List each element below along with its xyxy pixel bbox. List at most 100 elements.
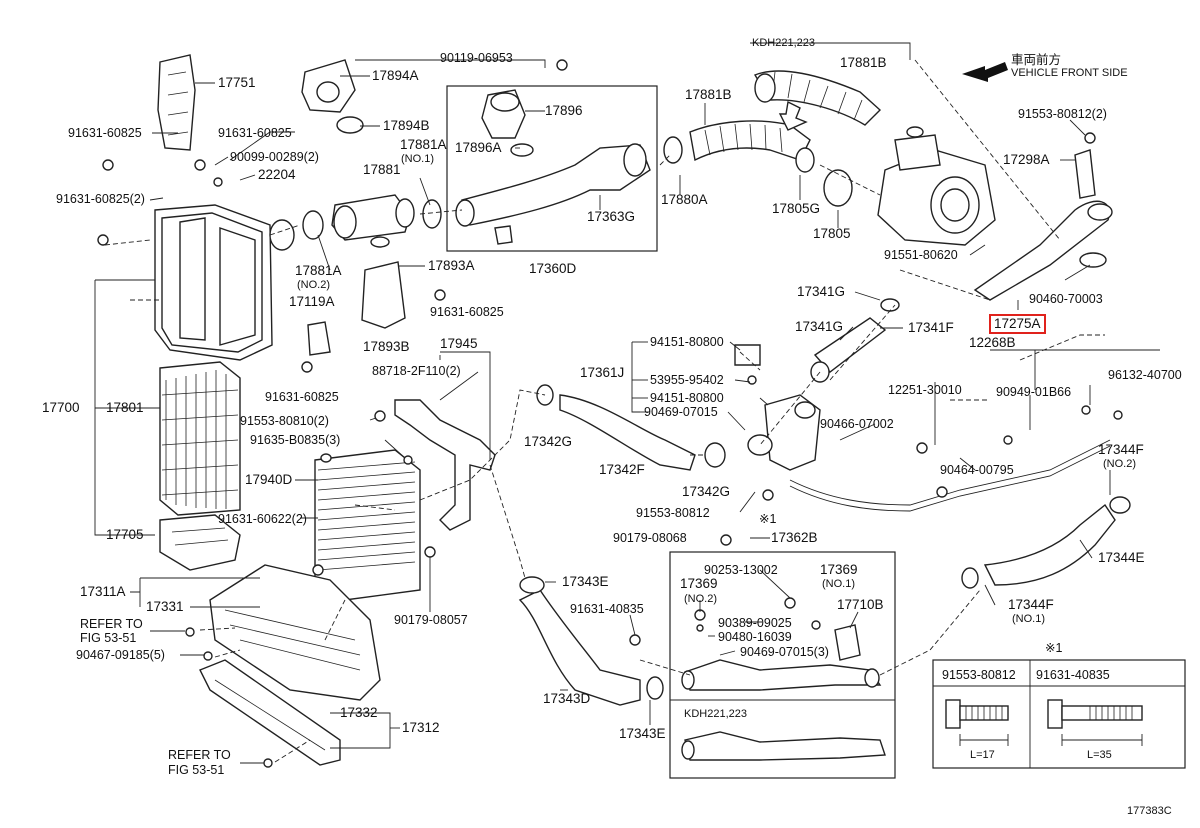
part-17341G-b[interactable]: 17341G	[795, 319, 844, 334]
label-no2-b: (NO.2)	[1103, 458, 1136, 470]
part-91631-60825-b[interactable]: 91631-60825	[218, 126, 292, 140]
part-17710B[interactable]: 17710B	[837, 597, 884, 612]
part-17700[interactable]: 17700	[42, 400, 80, 415]
part-17311A[interactable]: 17311A	[80, 584, 126, 599]
part-17344E[interactable]: 17344E	[1098, 550, 1145, 565]
part-17369-a[interactable]: 17369	[680, 576, 718, 591]
part-17881A-no2[interactable]: 17881A	[295, 263, 342, 278]
part-90253-13002[interactable]: 90253-13002	[704, 563, 778, 577]
part-17344F-no2[interactable]: 17344F	[1098, 442, 1144, 457]
refer-to-b-line2[interactable]: FIG 53-51	[168, 763, 225, 777]
part-17342F[interactable]: 17342F	[599, 462, 645, 477]
part-17894B[interactable]: 17894B	[383, 118, 430, 133]
part-17361J[interactable]: 17361J	[580, 365, 625, 380]
part-90469-07015-3[interactable]: 90469-07015(3)	[740, 645, 829, 659]
part-17705[interactable]: 17705	[106, 527, 144, 542]
part-90389-09025[interactable]: 90389-09025	[718, 616, 792, 630]
part-17119A[interactable]: 17119A	[289, 294, 335, 309]
inset-col-91631-40835[interactable]: 91631-40835	[1036, 668, 1110, 682]
part-17881A-no1[interactable]: 17881A	[400, 137, 447, 152]
part-96132-40700[interactable]: 96132-40700	[1108, 368, 1182, 382]
part-17801[interactable]: 17801	[106, 400, 144, 415]
part-17893B[interactable]: 17893B	[363, 339, 410, 354]
part-17298A[interactable]: 17298A	[1003, 152, 1050, 167]
part-17751[interactable]: 17751	[218, 75, 256, 90]
part-17894A[interactable]: 17894A	[372, 68, 419, 83]
part-91631-60825-d[interactable]: 91631-60825	[265, 390, 339, 404]
part-90469-07015[interactable]: 90469-07015	[644, 405, 718, 419]
part-91631-60825-2[interactable]: 91631-60825(2)	[56, 192, 145, 206]
refer-to-a-line2[interactable]: FIG 53-51	[80, 631, 137, 645]
part-94151-80800-b[interactable]: 94151-80800	[650, 391, 724, 405]
part-17343E-b[interactable]: 17343E	[619, 726, 666, 741]
part-90119-06953[interactable]: 90119-06953	[440, 51, 513, 65]
part-90467-09185[interactable]: 90467-09185(5)	[76, 648, 165, 662]
tube-12268B-drawing	[789, 439, 1111, 512]
part-22204[interactable]: 22204	[258, 167, 296, 182]
part-91631-60825-a[interactable]: 91631-60825	[68, 126, 142, 140]
part-17341F[interactable]: 17341F	[908, 320, 954, 335]
box-17360D	[446, 85, 658, 252]
part-17275A-highlighted[interactable]: 17275A	[989, 314, 1046, 334]
inset-col-91553-80812[interactable]: 91553-80812	[942, 668, 1016, 682]
part-17312[interactable]: 17312	[402, 720, 440, 735]
vehicle-front-en: VEHICLE FRONT SIDE	[1011, 67, 1128, 79]
inset-length-17: L=17	[970, 749, 995, 761]
part-17805G[interactable]: 17805G	[772, 201, 821, 216]
part-17343D[interactable]: 17343D	[543, 691, 591, 706]
label-no1-a: (NO.1)	[401, 153, 434, 165]
part-12251-30010[interactable]: 12251-30010	[888, 383, 962, 397]
part-91631-60622[interactable]: 91631-60622(2)	[218, 512, 307, 526]
part-17880A[interactable]: 17880A	[661, 192, 708, 207]
part-91635-B0835[interactable]: 91635-B0835(3)	[250, 433, 341, 447]
hose-17341F-drawing	[810, 298, 900, 383]
part-17331[interactable]: 17331	[146, 599, 184, 614]
part-17945[interactable]: 17945	[440, 336, 478, 351]
part-17896[interactable]: 17896	[545, 103, 583, 118]
part-17881[interactable]: 17881	[363, 162, 401, 177]
part-90460-70003[interactable]: 90460-70003	[1029, 292, 1103, 306]
inset-length-35: L=35	[1087, 749, 1112, 761]
part-17363G[interactable]: 17363G	[587, 209, 636, 224]
part-94151-80800-a[interactable]: 94151-80800	[650, 335, 724, 349]
refer-to-b-line1[interactable]: REFER TO	[168, 748, 231, 762]
part-91553-80810[interactable]: 91553-80810(2)	[240, 414, 329, 428]
part-17940D[interactable]: 17940D	[245, 472, 293, 487]
part-53955-95402[interactable]: 53955-95402	[650, 373, 724, 387]
bolt-table-grid	[933, 660, 1185, 768]
hose-17343D-drawing	[518, 576, 664, 706]
part-91631-40835[interactable]: 91631-40835	[570, 602, 644, 616]
part-17881B-top[interactable]: 17881B	[840, 55, 887, 70]
part-17362B[interactable]: 17362B	[771, 530, 818, 545]
part-88718-2F110[interactable]: 88718-2F110(2)	[372, 364, 461, 378]
part-90099-00289[interactable]: 90099-00289(2)	[230, 150, 319, 164]
part-90464-00795[interactable]: 90464-00795	[940, 463, 1014, 477]
part-17369-b[interactable]: 17369	[820, 562, 858, 577]
part-17342G-b[interactable]: 17342G	[682, 484, 731, 499]
part-91553-80812[interactable]: 91553-80812	[636, 506, 710, 520]
part-12268B[interactable]: 12268B	[969, 335, 1016, 350]
part-90179-08068[interactable]: 90179-08068	[613, 531, 687, 545]
refer-to-a-line1[interactable]: REFER TO	[80, 617, 143, 631]
part-17896A[interactable]: 17896A	[455, 140, 502, 155]
part-91551-80620[interactable]: 91551-80620	[884, 248, 958, 262]
hose-17881B-drawing	[663, 70, 882, 207]
part-17342G-a[interactable]: 17342G	[524, 434, 573, 449]
part-17360D[interactable]: 17360D	[529, 261, 577, 276]
part-17332[interactable]: 17332	[340, 705, 378, 720]
part-17343E-a[interactable]: 17343E	[562, 574, 609, 589]
inset-ref-note: ※1	[1045, 641, 1063, 655]
part-17881B[interactable]: 17881B	[685, 87, 732, 102]
part-90480-16039[interactable]: 90480-16039	[718, 630, 792, 644]
part-90949-01B66[interactable]: 90949-01B66	[996, 385, 1072, 399]
part-17805[interactable]: 17805	[813, 226, 851, 241]
part-91631-60825-c[interactable]: 91631-60825	[430, 305, 504, 319]
part-90466-07002[interactable]: 90466-07002	[820, 417, 894, 431]
part-90179-08057[interactable]: 90179-08057	[394, 613, 468, 627]
part-17341G-a[interactable]: 17341G	[797, 284, 846, 299]
part-17344F-no1[interactable]: 17344F	[1008, 597, 1054, 612]
part-91553-80812-2[interactable]: 91553-80812(2)	[1018, 107, 1107, 121]
label-no1-b: (NO.1)	[1012, 613, 1045, 625]
part-17893A[interactable]: 17893A	[428, 258, 475, 273]
